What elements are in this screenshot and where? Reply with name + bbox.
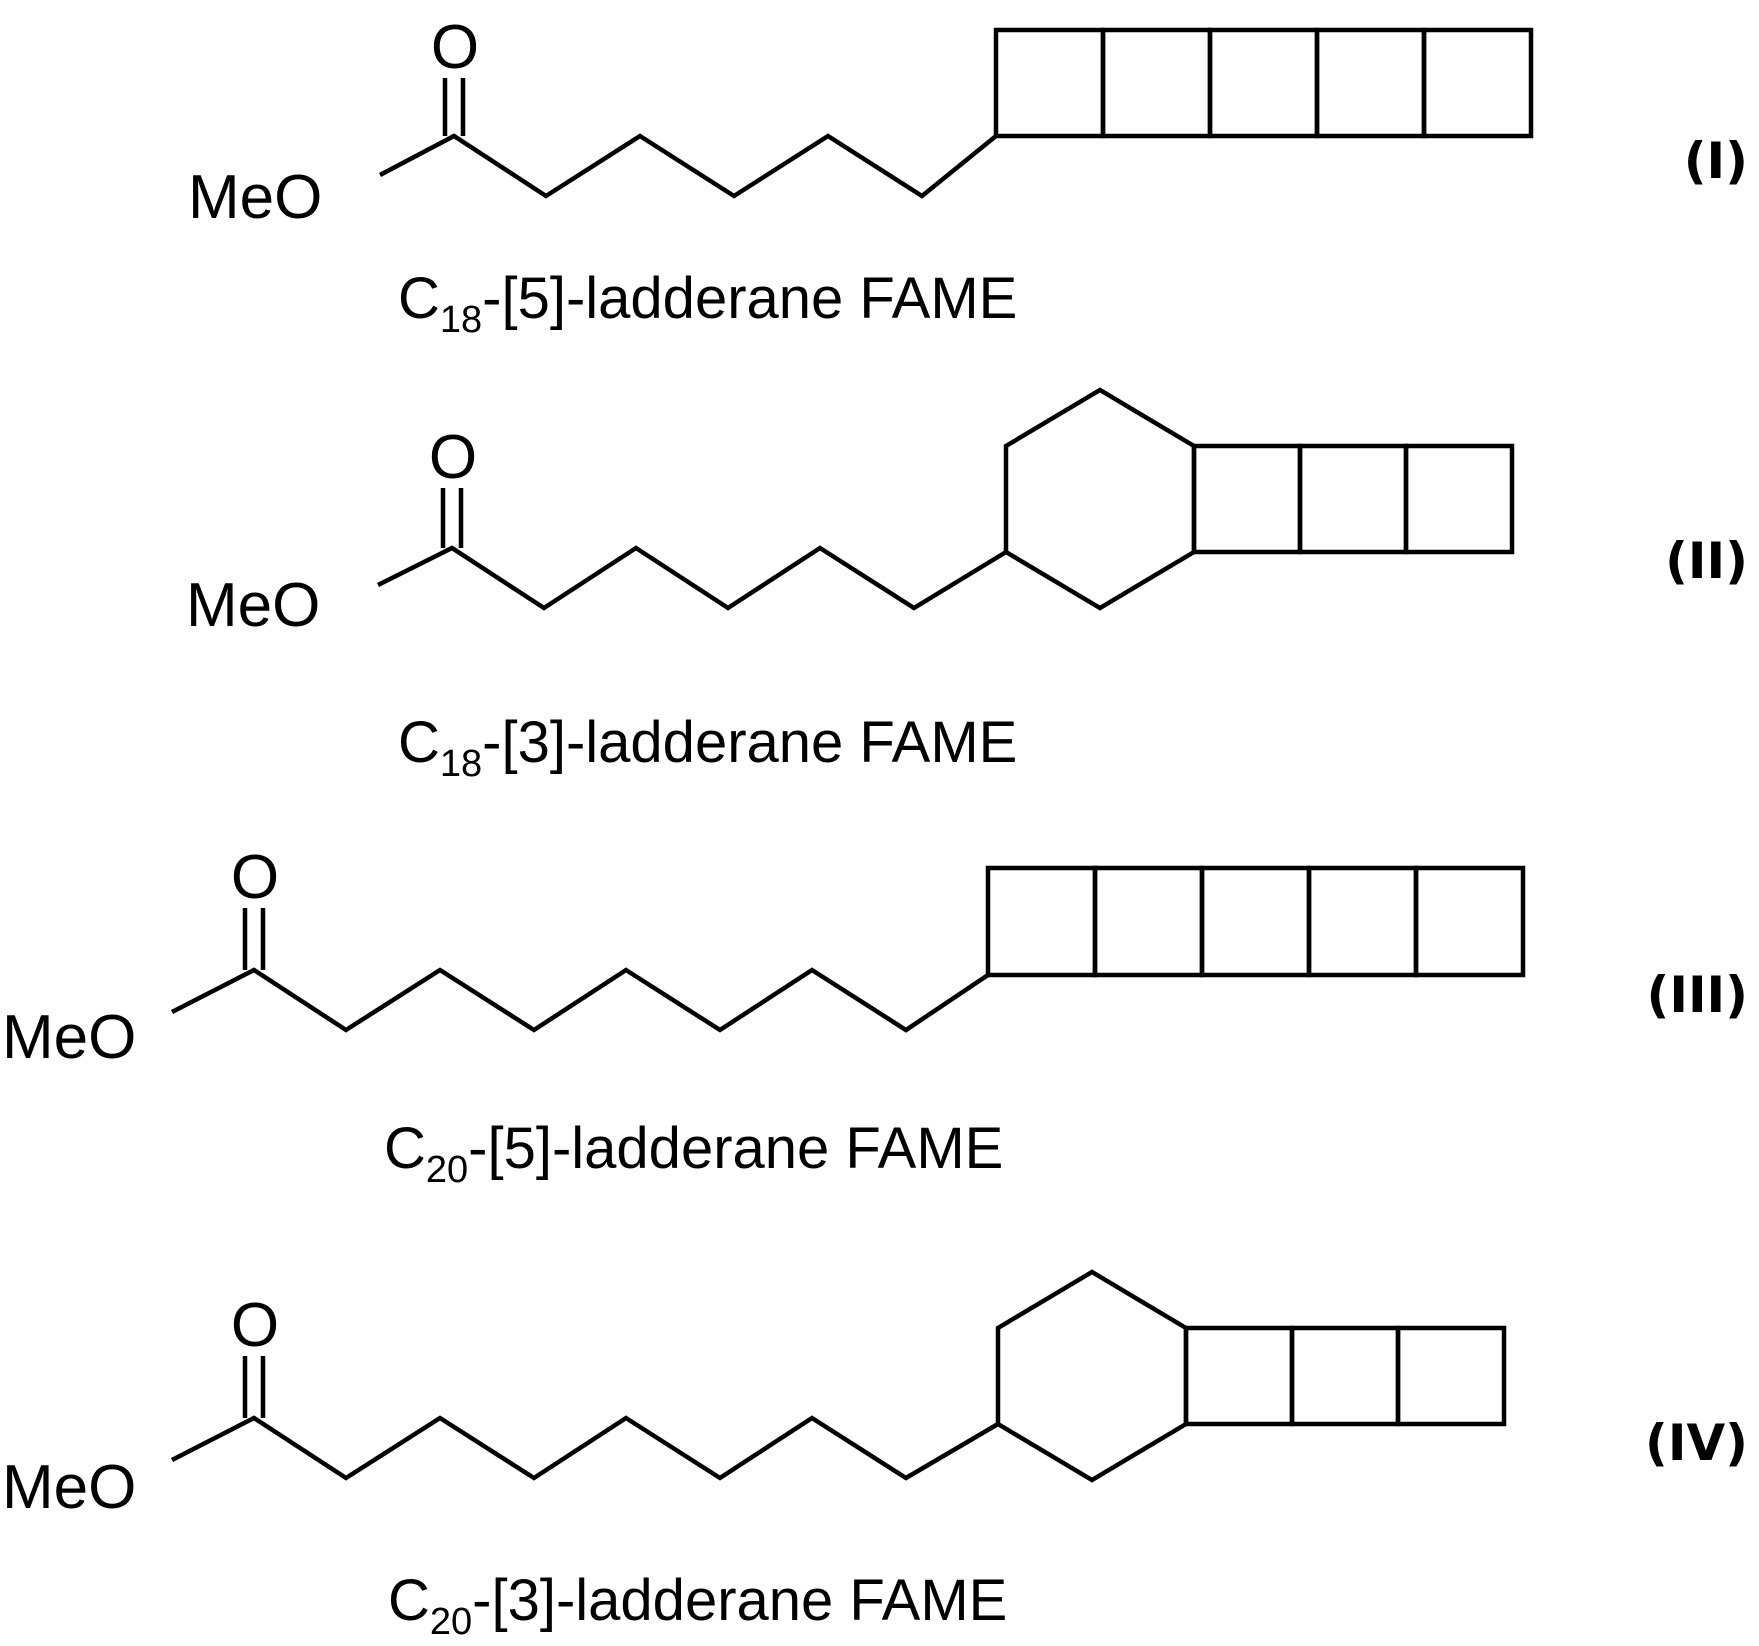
- ester-and-alkyl-chain: [170, 967, 990, 1033]
- cyclohexane-ring: [1003, 387, 1197, 611]
- compound-name: C20-[5]-ladderane FAME: [384, 1116, 1003, 1191]
- cyclohexane-ring: [995, 1269, 1189, 1483]
- cyclobutane-ring: [1100, 27, 1213, 139]
- cyclobutane-ring: [1314, 27, 1427, 139]
- cyclobutane-ring: [1199, 865, 1312, 978]
- methoxy-label: MeO: [186, 571, 320, 640]
- cyclobutane-ring: [1092, 865, 1205, 978]
- compound-number: (IV): [1645, 1414, 1748, 1472]
- cyclobutane-ring: [1413, 865, 1526, 978]
- carbonyl-oxygen-label: O: [231, 843, 279, 912]
- cyclobutane-ring: [1183, 1325, 1295, 1427]
- carbonyl-oxygen-label: O: [429, 423, 477, 492]
- compound-number: (II): [1665, 532, 1748, 590]
- cyclobutane-ring: [985, 865, 1098, 978]
- ester-and-alkyl-chain: [376, 545, 1008, 611]
- ladderane-core: [1191, 443, 1515, 555]
- structure-3: O MeO: [2, 843, 1526, 1072]
- ladderane-core: [1183, 1325, 1507, 1427]
- methoxy-label: MeO: [188, 163, 322, 232]
- compound-2: O MeO C18-[3]-ladderane FAME (II): [186, 387, 1748, 785]
- compound-name: C18-[3]-ladderane FAME: [398, 710, 1017, 785]
- carbonyl-oxygen-label: O: [231, 1291, 279, 1360]
- structure-2: O MeO: [186, 387, 1515, 640]
- ladderane-core: [993, 27, 1534, 139]
- structure-1: O MeO: [188, 13, 1534, 232]
- methoxy-label: MeO: [2, 1003, 136, 1072]
- structure-4: O MeO: [2, 1269, 1507, 1522]
- ester-and-alkyl-chain: [170, 1415, 1000, 1481]
- compound-4: O MeO C20-[3]-ladderane FAME (IV): [2, 1269, 1748, 1643]
- cyclobutane-ring: [1395, 1325, 1507, 1427]
- compound-3: O MeO C20-[5]-ladderane FAME (III): [2, 843, 1748, 1191]
- compound-name: C18-[5]-ladderane FAME: [398, 266, 1017, 341]
- ester-and-alkyl-chain: [378, 133, 998, 199]
- carbonyl-oxygen-label: O: [431, 13, 479, 82]
- compound-1: O MeO C18-[5]-ladderane FAME (I): [188, 13, 1748, 341]
- cyclobutane-ring: [1421, 27, 1534, 139]
- compound-number: (I): [1684, 132, 1748, 190]
- compound-name: C20-[3]-ladderane FAME: [388, 1568, 1007, 1643]
- cyclobutane-ring: [1297, 443, 1409, 555]
- cyclobutane-ring: [993, 27, 1106, 139]
- cyclobutane-ring: [1289, 1325, 1401, 1427]
- cyclobutane-ring: [1191, 443, 1303, 555]
- compound-number: (III): [1646, 966, 1748, 1024]
- methoxy-label: MeO: [2, 1453, 136, 1522]
- cyclobutane-ring: [1306, 865, 1419, 978]
- ladderane-core: [985, 865, 1526, 978]
- cyclobutane-ring: [1207, 27, 1320, 139]
- cyclobutane-ring: [1403, 443, 1515, 555]
